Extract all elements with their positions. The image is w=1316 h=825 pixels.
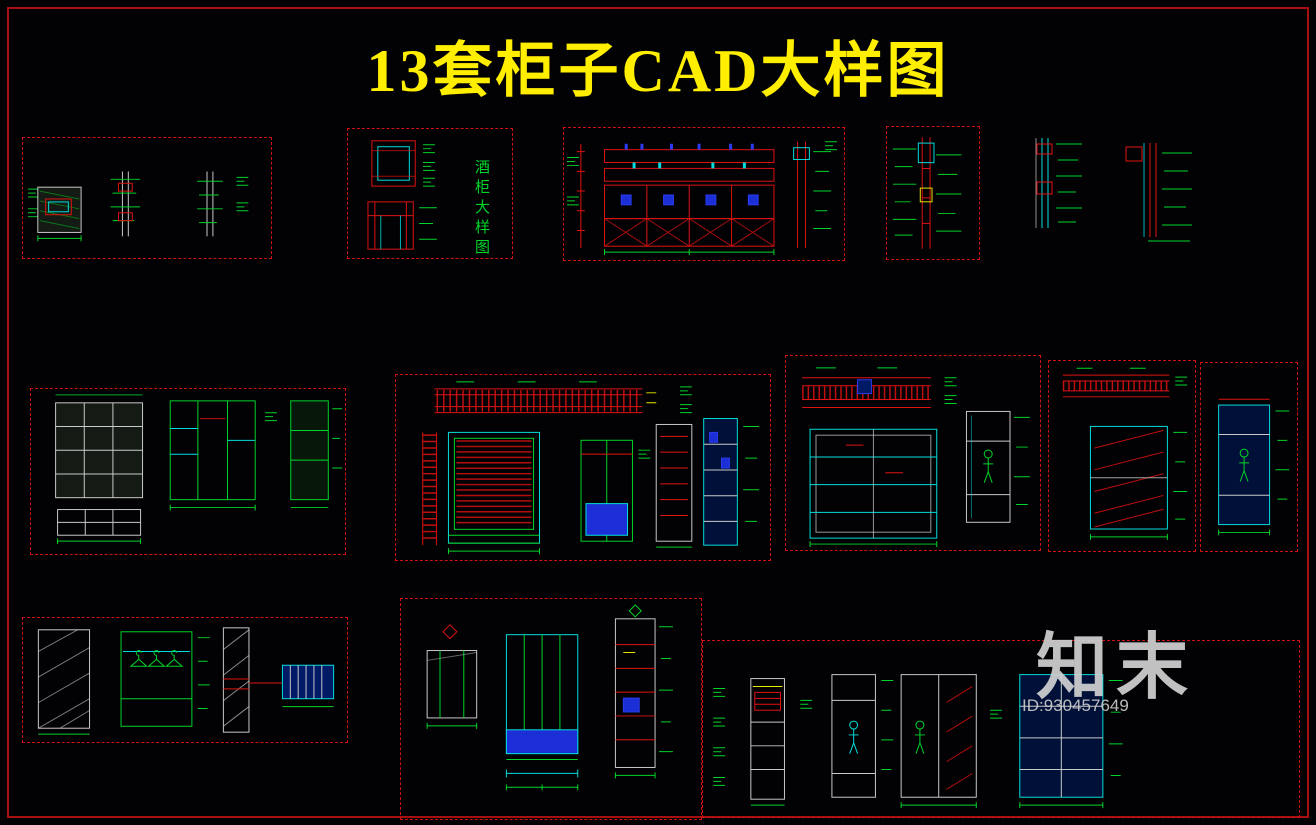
panel-tall-cabinet-blue [1200,362,1298,552]
wardrobe-interior-drawing [37,627,335,735]
section-detail-drawing-2-svg [1035,138,1082,228]
drawing-title-vertical: 酒柜大样图 [473,159,490,259]
page-title: 13套柜子CAD大样图 [366,38,950,104]
wall-unit-detail-drawing [27,171,249,242]
section-detail-drawing-3-svg [1125,143,1192,242]
panel-cabinet-crown-and-doors [395,374,771,561]
watermark-brand: 知末 [1036,628,1197,708]
panel-cabinet-elevation-set [400,598,702,820]
panel-tall-cabinet-sections [702,640,1300,818]
cabinet-plan-detail-drawing [367,140,437,250]
panel-wall-unit-details [22,137,272,259]
panel-cabinet-hatched-section [1048,360,1196,552]
panel-wine-cabinet-elevation [563,127,845,261]
section-detail-drawing [892,137,962,249]
cabinet-hatched-section-drawing [1062,367,1188,540]
tall-cabinet-blue-drawing [1218,398,1290,536]
watermark-id: ID:930457649 [1022,696,1129,715]
wine-cabinet-elevation-drawing [566,141,838,256]
tall-cabinet-sections-drawing [712,674,1123,809]
panel-wardrobe-elevations [30,388,346,555]
section-detail-drawing-3 [1118,135,1218,245]
wardrobe-elevations-drawing [55,394,343,545]
panel-cabinet-plan-details: 酒柜大样图 [347,128,513,259]
wardrobe-with-mirror-drawing [802,367,1030,548]
panel-wardrobe-interior [22,617,348,743]
cabinet-crown-and-doors-drawing [422,381,760,555]
cabinet-elevation-set-drawing [426,604,673,791]
panel-section-detail [886,126,980,260]
panel-wardrobe-with-mirror [785,355,1041,551]
section-detail-drawing-2 [1012,130,1102,235]
